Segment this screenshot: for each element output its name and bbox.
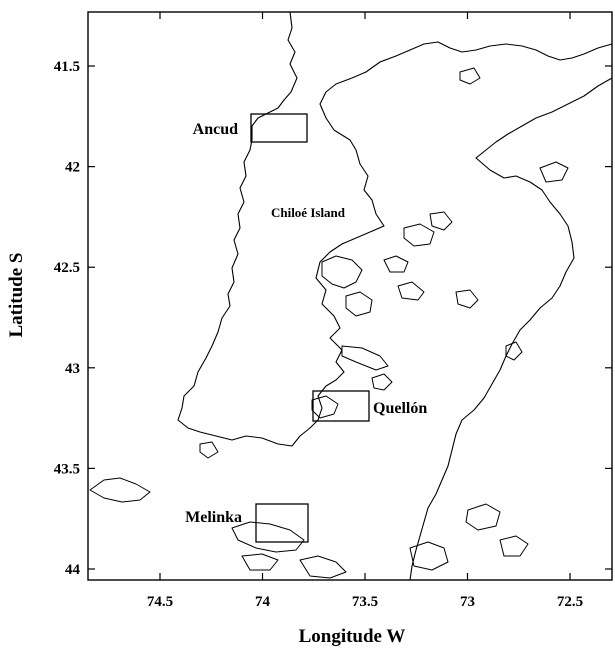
y-tick-label: 42.5 xyxy=(54,260,80,276)
mainland-north-coast xyxy=(365,41,613,73)
x-tick-label: 73.5 xyxy=(352,594,378,610)
island xyxy=(397,281,425,301)
island xyxy=(459,67,481,85)
island xyxy=(311,395,339,419)
x-tick-label: 73 xyxy=(460,594,475,610)
island xyxy=(241,553,279,571)
chiloe-west-coast xyxy=(177,11,385,447)
island xyxy=(199,441,219,459)
island xyxy=(371,373,393,391)
y-axis-title: Latitude S xyxy=(6,253,27,338)
island xyxy=(539,161,569,183)
site-box-melinka xyxy=(255,503,309,543)
y-tick-label: 43.5 xyxy=(54,461,80,477)
x-tick-labels: 74.5 74 73.5 73 72.5 xyxy=(147,594,583,610)
coastline xyxy=(89,11,613,581)
island xyxy=(299,555,347,579)
island xyxy=(89,477,151,503)
x-tick-label: 74 xyxy=(255,594,271,610)
island xyxy=(231,521,305,553)
site-box-ancud xyxy=(250,113,308,143)
y-tick-label: 42 xyxy=(65,160,80,176)
mainland-east-coast xyxy=(409,157,575,581)
y-tick-labels: 41.5 42 42.5 43 43.5 44 xyxy=(54,59,81,578)
y-tick-label: 44 xyxy=(65,562,81,578)
x-tick-label: 72.5 xyxy=(557,594,583,610)
y-tick-label: 41.5 xyxy=(54,59,80,75)
island xyxy=(409,541,449,571)
site-label-ancud: Ancud xyxy=(193,121,238,138)
island xyxy=(345,291,373,317)
map-frame xyxy=(87,11,613,581)
x-tick-label: 74.5 xyxy=(147,594,173,610)
region-label: Chiloé Island xyxy=(271,205,346,220)
island xyxy=(341,345,389,371)
site-label-melinka: Melinka xyxy=(185,509,242,526)
x-axis-title: Longitude W xyxy=(299,626,406,647)
site-label-quellon: Quellón xyxy=(373,400,427,417)
mainland-fjord-north xyxy=(475,77,613,159)
island xyxy=(465,503,501,531)
island xyxy=(403,223,435,247)
y-tick-label: 43 xyxy=(65,361,80,377)
axis-ticks xyxy=(88,12,612,580)
island xyxy=(499,535,529,557)
island xyxy=(321,255,363,289)
site-box-quellon xyxy=(312,390,370,422)
island xyxy=(505,341,523,361)
island xyxy=(429,211,453,231)
island xyxy=(455,289,479,309)
island xyxy=(383,255,409,273)
